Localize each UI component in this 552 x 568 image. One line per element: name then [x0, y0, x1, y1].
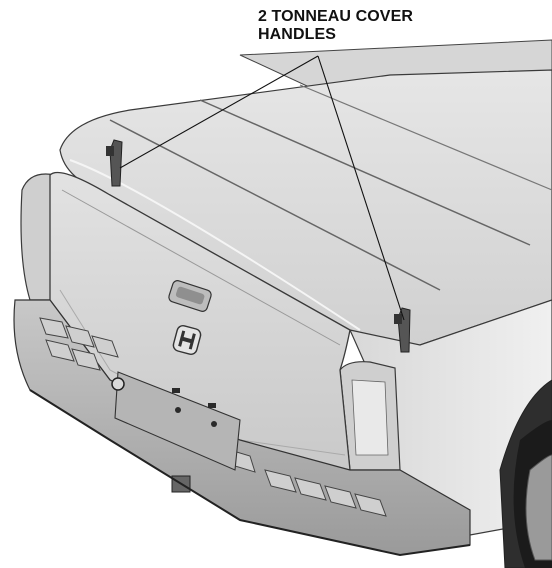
honda-h-emblem-icon [172, 324, 202, 356]
tailgate-crease [61, 189, 341, 346]
rim [525, 454, 552, 561]
rear-bumper [13, 299, 471, 556]
plate-lights [172, 388, 217, 427]
leader-line-right [317, 55, 405, 321]
tailgate [49, 171, 351, 471]
cover-edge-highlight [69, 159, 361, 331]
bumper-step-pads-right [264, 469, 387, 517]
tailgate-handle-recess [175, 286, 205, 305]
leader-line-left [119, 55, 319, 169]
callout-label: 2 TONNEAU COVER HANDLES [258, 8, 413, 44]
bumper-step-pads-left [39, 317, 119, 371]
cover-seam-3 [299, 84, 552, 191]
license-plate-recess [114, 371, 241, 471]
tonneau-handle-right [394, 307, 411, 353]
tow-hook [111, 377, 125, 391]
tonneau-handle-left [106, 139, 123, 187]
callout-line-1: 2 TONNEAU COVER [258, 8, 414, 25]
callout-line-2: HANDLES [258, 26, 337, 43]
bumper-lower-edge [29, 389, 471, 557]
right-tail-light-inner [351, 379, 389, 456]
cover-seam-2 [199, 99, 531, 246]
